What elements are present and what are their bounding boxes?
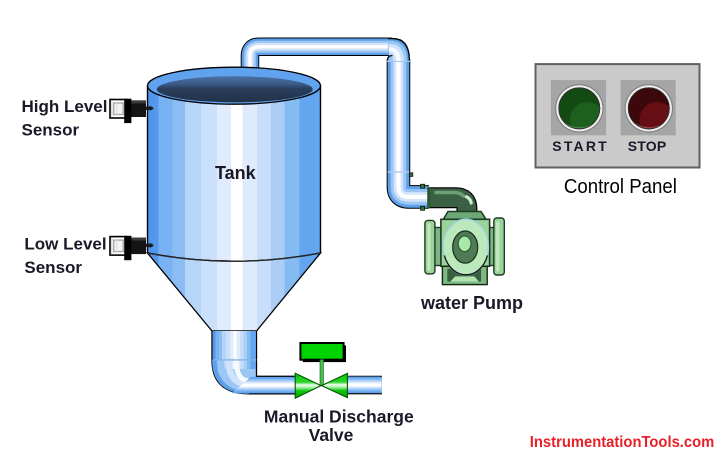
svg-text:STOP: STOP — [628, 138, 667, 154]
svg-text:water Pump: water Pump — [420, 293, 523, 313]
svg-text:Control Panel: Control Panel — [564, 175, 677, 198]
svg-text:High Level: High Level — [22, 97, 108, 116]
svg-text:Low Level: Low Level — [24, 234, 106, 253]
svg-text:Sensor: Sensor — [22, 121, 80, 140]
svg-text:Tank: Tank — [215, 163, 257, 183]
svg-text:START: START — [552, 138, 609, 154]
svg-text:Manual Discharge: Manual Discharge — [264, 406, 414, 426]
svg-text:Valve: Valve — [309, 425, 354, 445]
svg-text:InstrumentationTools.com: InstrumentationTools.com — [530, 434, 715, 451]
svg-text:Sensor: Sensor — [24, 258, 82, 277]
